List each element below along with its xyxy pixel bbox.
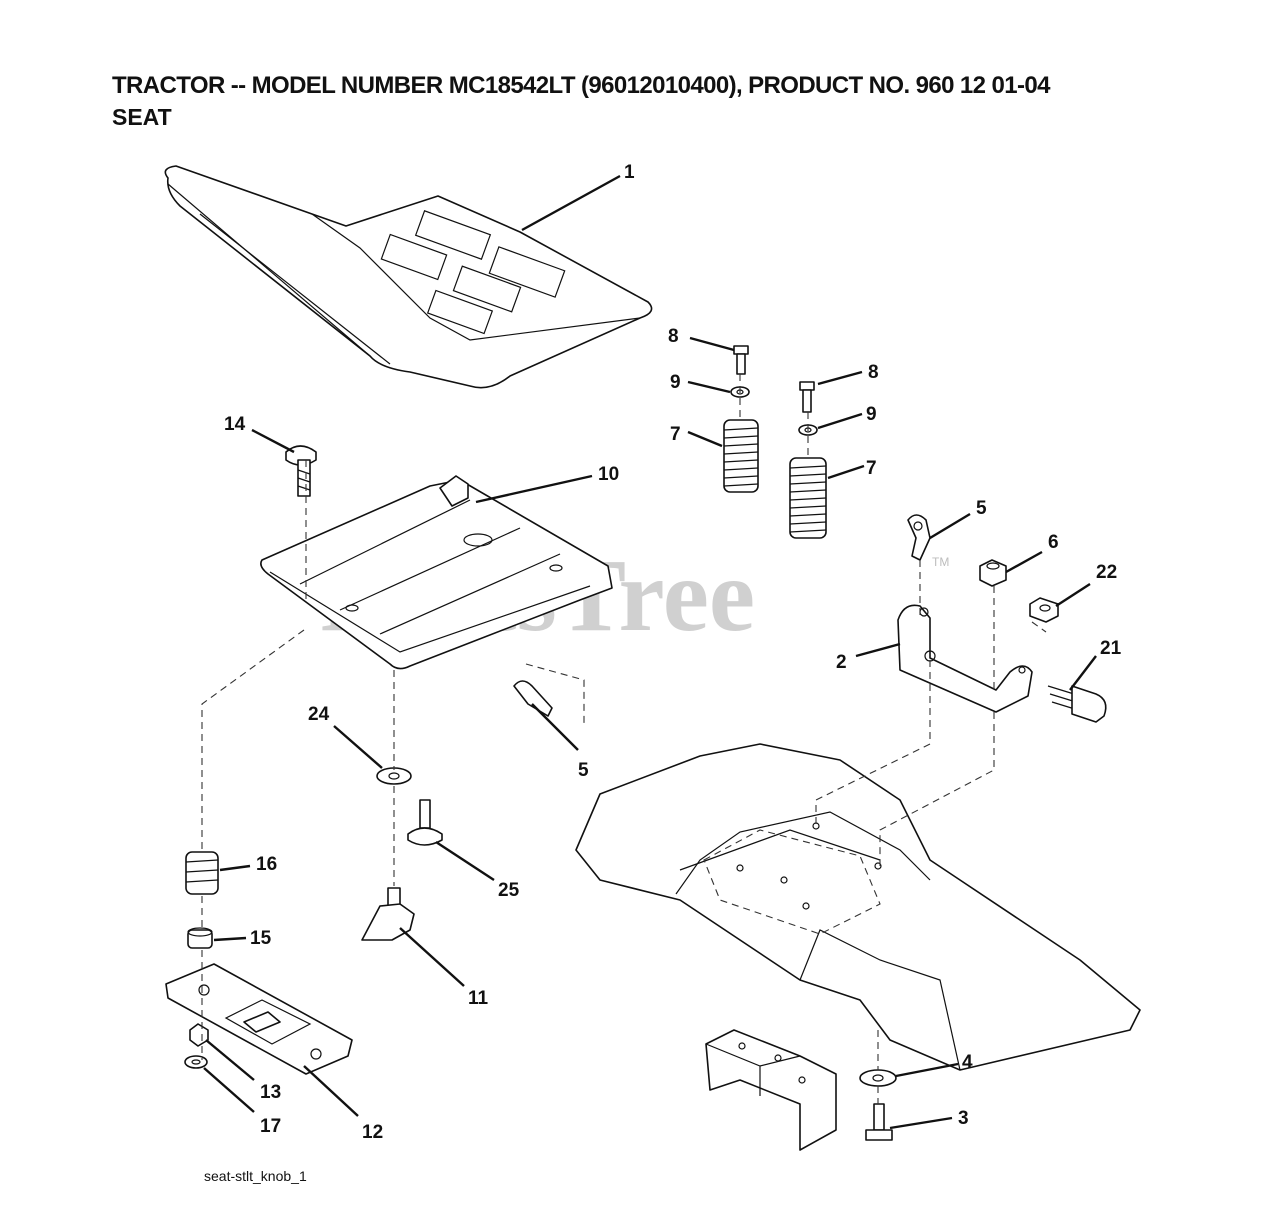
- part-spring-left[interactable]: [723, 419, 759, 493]
- part-bracket[interactable]: [897, 604, 1033, 713]
- callout-10[interactable]: 10: [598, 464, 619, 485]
- callout-3[interactable]: 3: [958, 1108, 969, 1129]
- callout-21[interactable]: 21: [1100, 638, 1122, 659]
- callout-8-right[interactable]: 8: [868, 362, 879, 383]
- part-knob-11[interactable]: [361, 887, 415, 941]
- part-washer-4[interactable]: [859, 1069, 897, 1087]
- part-clip-lower[interactable]: [513, 663, 585, 724]
- part-spring-right[interactable]: [789, 457, 827, 539]
- part-plate-12[interactable]: [165, 963, 353, 1075]
- part-seat[interactable]: [164, 165, 653, 389]
- figure-id: seat-stlt_knob_1: [204, 1168, 307, 1184]
- part-frame-deck: [575, 743, 1141, 1071]
- callout-17[interactable]: 17: [260, 1116, 281, 1137]
- part-spring-16[interactable]: [185, 851, 219, 895]
- watermark-trademark: TM: [932, 555, 949, 569]
- callouts: 1 8 9 7 8 9 7 14 10 5 6 22 2: [203, 162, 1122, 1143]
- part-nut-13[interactable]: [189, 1023, 209, 1047]
- callout-4[interactable]: 4: [962, 1052, 973, 1073]
- callout-8-left[interactable]: 8: [668, 326, 679, 347]
- part-bolt-3[interactable]: [865, 1103, 893, 1141]
- callout-5-lower[interactable]: 5: [578, 760, 589, 781]
- part-nut-6[interactable]: [979, 559, 1007, 587]
- part-lower-bracket: [705, 1029, 837, 1151]
- callout-7-right[interactable]: 7: [866, 458, 877, 479]
- callout-9-right[interactable]: 9: [866, 404, 877, 425]
- callout-25[interactable]: 25: [498, 880, 520, 901]
- part-seat-pan[interactable]: [260, 475, 613, 670]
- callout-11[interactable]: 11: [468, 988, 489, 1009]
- callout-22[interactable]: 22: [1096, 562, 1117, 583]
- part-nut-22[interactable]: [1029, 597, 1059, 623]
- part-screw-25[interactable]: [407, 799, 443, 846]
- part-bushing-15[interactable]: [187, 927, 213, 949]
- callout-5-upper[interactable]: 5: [976, 498, 987, 519]
- part-clip-upper[interactable]: [907, 514, 931, 561]
- part-bolt-left[interactable]: [733, 345, 749, 375]
- callout-9-left[interactable]: 9: [670, 372, 681, 393]
- page-title: TRACTOR -- MODEL NUMBER MC18542LT (96012…: [112, 72, 1050, 99]
- callout-6[interactable]: 6: [1048, 532, 1059, 553]
- callout-1[interactable]: 1: [624, 162, 635, 183]
- part-knob-screw[interactable]: [285, 445, 317, 497]
- part-washer-17[interactable]: [184, 1055, 208, 1069]
- part-bolt-right[interactable]: [799, 381, 815, 413]
- callout-14[interactable]: 14: [224, 414, 246, 435]
- part-washer-24[interactable]: [376, 767, 412, 785]
- callout-12[interactable]: 12: [362, 1122, 383, 1143]
- callout-16[interactable]: 16: [256, 854, 277, 875]
- assembly-lines: [201, 374, 1047, 1104]
- callout-7-left[interactable]: 7: [670, 424, 681, 445]
- page-subtitle: SEAT: [112, 104, 172, 130]
- callout-2[interactable]: 2: [836, 652, 847, 673]
- callout-24[interactable]: 24: [308, 704, 330, 725]
- part-adjust-knob[interactable]: [1047, 685, 1107, 723]
- callout-15[interactable]: 15: [250, 928, 272, 949]
- callout-13[interactable]: 13: [260, 1082, 281, 1103]
